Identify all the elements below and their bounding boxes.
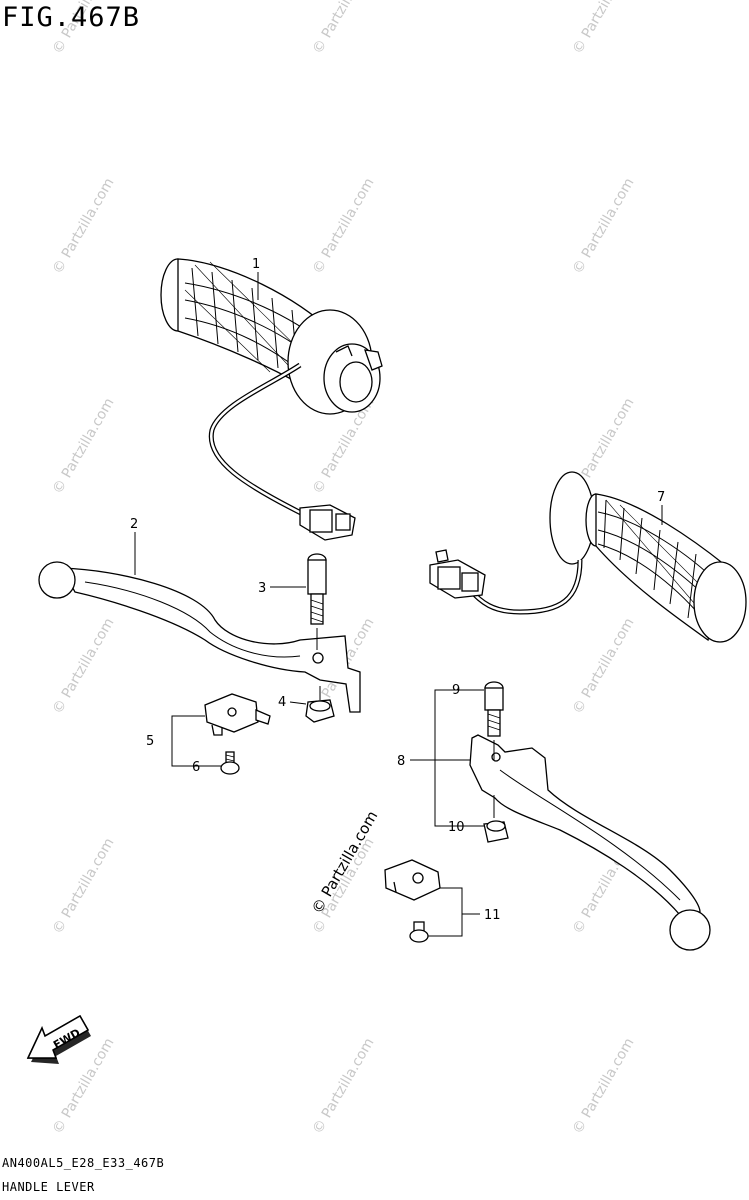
callout-5: 5 — [146, 734, 154, 749]
callout-3: 3 — [258, 581, 266, 596]
left-lever — [38, 561, 361, 713]
switch-screw-left — [220, 751, 240, 775]
watermark: © Partzilla.com — [570, 615, 638, 717]
lever-nut-right — [483, 820, 509, 843]
watermark-grid: © Partzilla.com © Partzilla.com © Partzi… — [50, 0, 638, 1137]
callout-1: 1 — [252, 257, 260, 272]
right-grip-assembly — [429, 471, 747, 643]
pivot-bolt-left — [307, 553, 327, 625]
callout-2: 2 — [130, 517, 138, 532]
watermark: © Partzilla.com — [50, 835, 118, 937]
callout-leaders — [134, 272, 663, 937]
callout-11: 11 — [484, 908, 501, 923]
watermark: © Partzilla.com — [50, 615, 118, 717]
pivot-bolt-right — [484, 681, 504, 737]
watermark: © Partzilla.com — [50, 395, 118, 497]
brake-switch-right — [384, 859, 441, 943]
watermark: © Partzilla.com — [570, 1035, 638, 1137]
right-lever — [469, 734, 711, 951]
callout-8: 8 — [397, 754, 405, 769]
callout-labels: 1 2 3 4 5 6 7 8 9 10 11 — [130, 257, 665, 923]
watermark: © Partzilla.com — [50, 175, 118, 277]
brake-switch-left — [204, 693, 271, 736]
left-grip-assembly — [160, 258, 383, 541]
watermark: © Partzilla.com — [570, 0, 638, 57]
callout-10: 10 — [448, 820, 465, 835]
diagram-code: AN400AL5_E28_E33_467B — [2, 1156, 165, 1170]
diagram-caption: HANDLE LEVER — [2, 1180, 95, 1194]
forward-direction-arrow: FWD — [26, 1014, 91, 1064]
callout-4: 4 — [278, 695, 286, 710]
watermark: © Partzilla.com — [310, 1035, 378, 1137]
lever-nut-left — [305, 699, 335, 723]
watermark: © Partzilla.com — [570, 175, 638, 277]
callout-7: 7 — [657, 490, 665, 505]
watermark: © Partzilla.com — [310, 175, 378, 277]
watermark: © Partzilla.com — [310, 0, 378, 57]
figure-title: FIG.467B — [2, 2, 141, 33]
assembly-guide-lines — [316, 628, 495, 818]
callout-9: 9 — [452, 683, 460, 698]
center-watermark: © Partzilla.com — [308, 808, 381, 917]
callout-6: 6 — [192, 760, 200, 775]
